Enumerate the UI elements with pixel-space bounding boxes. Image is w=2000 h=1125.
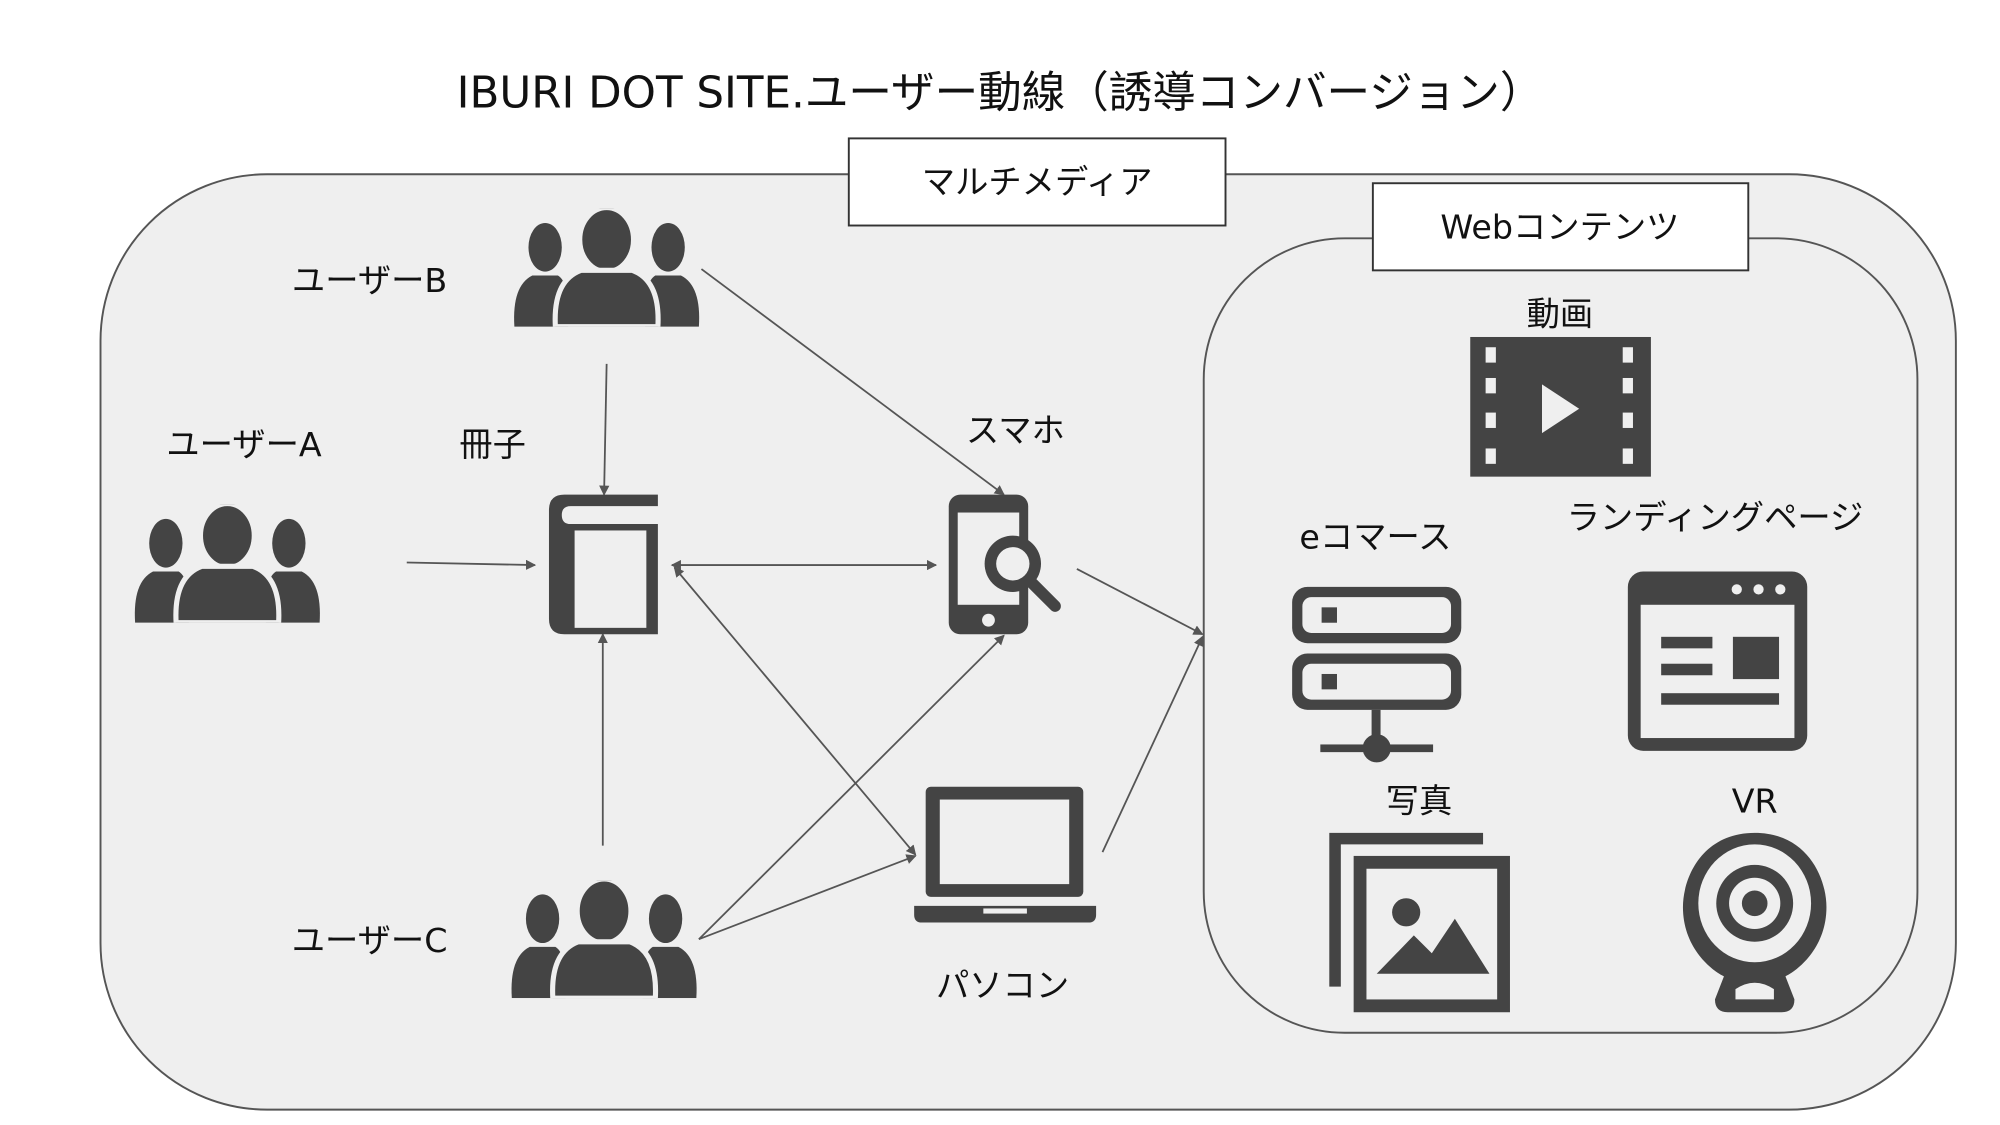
vr-label: VR [1732,781,1778,820]
arrow-userb-booklet [599,363,610,496]
book-icon [548,494,658,635]
photo-gallery-icon [1329,832,1510,1013]
video-label: 動画 [1527,294,1594,333]
arrow-pc-web [1101,635,1204,853]
smartphone-label: スマホ [966,411,1065,450]
arrow-userb-smartphone [700,268,1005,496]
laptop-icon [914,786,1097,923]
booklet-label: 冊子 [459,425,526,464]
vr-webcam-icon [1682,832,1827,1013]
smartphone-search-icon [948,494,1061,635]
arrow-smartphone-web [1076,568,1204,636]
web-contents-label-box [1371,182,1750,272]
multimedia-label: マルチメディア [922,162,1153,201]
user-b-label: ユーザーB [292,261,447,300]
multimedia-label-box [847,137,1227,227]
video-film-icon [1470,336,1651,477]
user-a-group-icon [135,504,320,623]
photo-label: 写真 [1386,781,1453,820]
user-b-group-icon [514,208,699,327]
landing-page-label: ランディングページ [1567,498,1864,537]
arrow-usera-booklet [406,559,537,571]
arrow-userc-pc [698,854,917,941]
flow-arrows [406,268,1204,941]
browser-window-icon [1627,571,1808,751]
user-c-label: ユーザーC [292,921,448,960]
server-icon [1292,586,1462,763]
user-c-group-icon [512,879,697,998]
arrow-userc-smartphone [698,634,1005,940]
arrow-booklet-pc [673,566,917,856]
user-a-label: ユーザーA [166,425,322,464]
page-title: IBURI DOT SITE.ユーザー動線（誘導コンバージョン） [457,69,1544,119]
web-contents-label: Webコンテンツ [1440,207,1679,246]
pc-label: パソコン [936,966,1069,1005]
ecommerce-label: eコマース [1299,517,1451,556]
